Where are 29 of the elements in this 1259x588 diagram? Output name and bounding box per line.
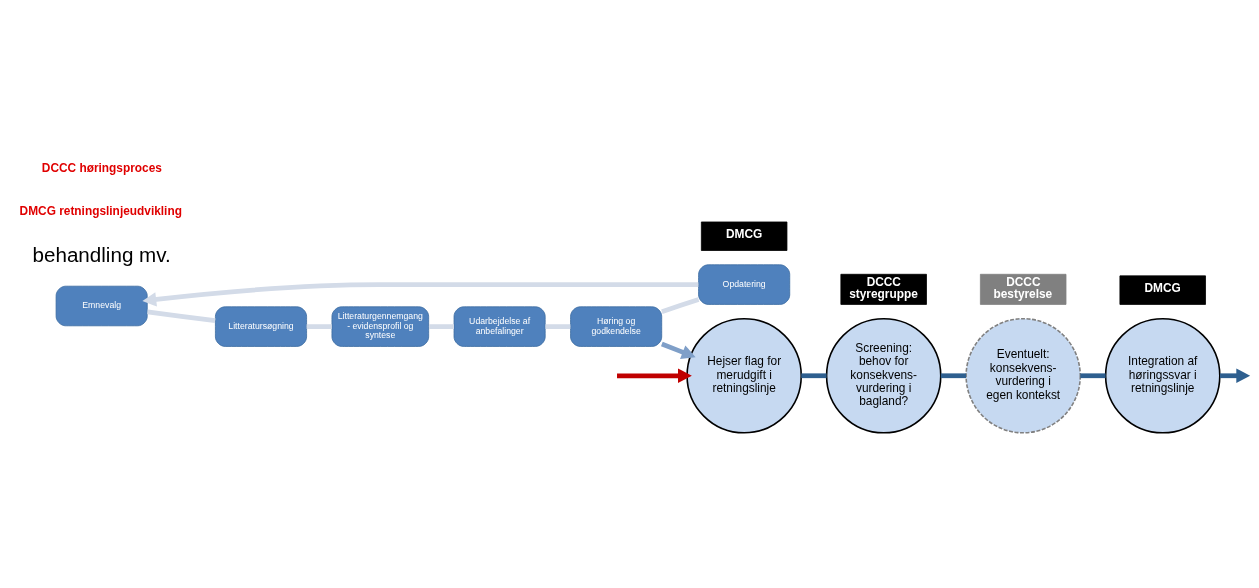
connector <box>661 296 700 314</box>
label: DCCC høringsproces <box>41 160 162 175</box>
node-circle: Hejser flag for merudgift i retningslinje <box>686 317 803 434</box>
connector <box>1080 372 1106 378</box>
node-circle: Eventuelt: konsekvens-vurdering i egen kontekst <box>965 317 1082 434</box>
connector <box>545 323 571 329</box>
connector <box>428 323 454 329</box>
label: behandling mv. <box>32 242 171 266</box>
label: DMCG retningslinjeudvikling <box>19 203 182 218</box>
arrow <box>617 368 692 383</box>
node-box: DMCG <box>700 221 788 251</box>
node-box: Opdatering <box>698 263 791 305</box>
node-box: Litteraturgennemgang - evidensprofil og syntese <box>331 305 430 347</box>
node-box: DCCC styregruppe <box>840 273 927 305</box>
connector <box>801 372 827 378</box>
node-box: Litteratursøgning <box>215 305 307 347</box>
connector <box>306 323 332 329</box>
node-circle: Screening: behov for konsekvens-vurdering i bagland? <box>825 317 942 434</box>
connector <box>147 309 216 323</box>
node-box: DCCC bestyrelse <box>980 273 1067 305</box>
connector <box>940 372 967 378</box>
arrow <box>1220 368 1251 383</box>
arrow <box>661 341 696 359</box>
node-box: Emnevalg <box>55 285 148 326</box>
arrow <box>142 281 699 307</box>
node-box: Høring og godkendelse <box>570 305 663 347</box>
node-box: DMCG <box>1119 274 1206 305</box>
node-box: Udarbejdelse af anbefalinger <box>453 305 546 347</box>
node-circle: Integration af høringssvar i retningslinje <box>1104 317 1221 434</box>
